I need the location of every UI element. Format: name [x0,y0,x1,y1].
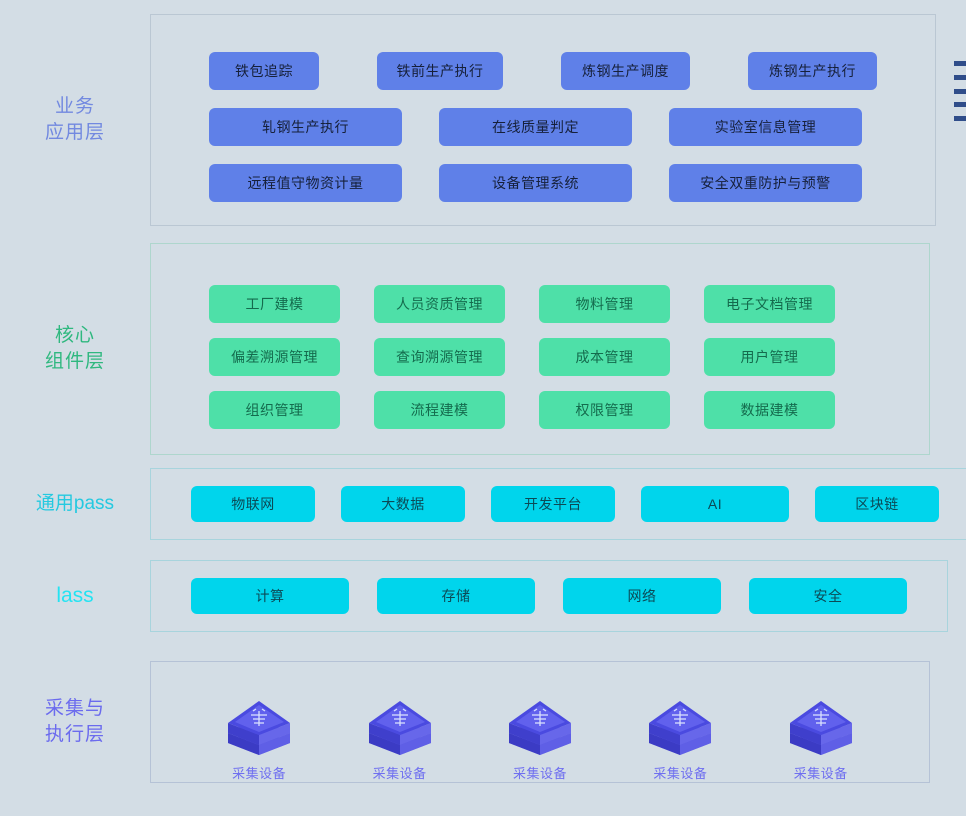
device-label: 采集设备 [372,766,427,781]
business-item-safety-dual-prevention[interactable]: 安全双重防护与预警 [669,164,862,202]
edge-marker [954,74,966,80]
layer-card-device: 采集设备 [150,661,930,783]
device-item-5[interactable]: 采集设备 [761,697,881,782]
pass-item-ai[interactable]: AI [641,486,789,522]
collection-device-icon [368,701,431,755]
layer-general-pass: 通用pass 物联网 大数据 开发平台 AI 区块链 [0,458,966,550]
core-item-query-tracing[interactable]: 查询溯源管理 [374,337,505,376]
business-item-steelmaking-execution[interactable]: 炼钢生产执行 [748,52,877,90]
collection-device-icon [228,701,291,755]
layer-label-device: 采集与 执行层 [44,698,105,745]
iaas-row-1: 计算 存储 网络 安全 [191,578,907,614]
layer-business-application: 业务 应用层 铁包追踪 铁前生产执行 炼钢生产调度 炼钢生产执行 轧钢生产执行 … [0,0,966,240]
layer-card-pass: 物联网 大数据 开发平台 AI 区块链 [150,468,966,540]
layer-card-iaas: 计算 存储 网络 安全 [150,560,948,632]
layer-iaas: lass 计算 存储 网络 安全 [0,550,966,642]
edge-marker [954,102,966,108]
core-item-deviation-tracing[interactable]: 偏差溯源管理 [209,337,340,376]
core-item-document-management[interactable]: 电子文档管理 [704,284,835,323]
business-item-rolling-execution[interactable]: 轧钢生产执行 [209,108,402,146]
core-item-personnel-qualification[interactable]: 人员资质管理 [374,284,505,323]
device-item-1[interactable]: 采集设备 [199,697,319,782]
collection-device-icon [789,701,852,755]
layer-label-iaas: lass [56,584,94,607]
pass-item-blockchain[interactable]: 区块链 [815,486,939,522]
business-item-remote-material-metering[interactable]: 远程值守物资计量 [209,164,402,202]
device-item-4[interactable]: 采集设备 [620,697,740,782]
collection-device-icon [508,701,571,755]
business-item-ladle-tracking[interactable]: 铁包追踪 [209,52,319,90]
device-label: 采集设备 [232,766,287,781]
core-item-factory-modeling[interactable]: 工厂建模 [209,284,340,323]
device-row: 采集设备 [189,662,891,782]
layer-label-core: 核心 组件层 [44,325,105,372]
device-item-2[interactable]: 采集设备 [340,697,460,782]
layer-card-core: 工厂建模 人员资质管理 物料管理 电子文档管理 偏差溯源管理 查询溯源管理 成本… [150,243,930,455]
pass-item-dev-platform[interactable]: 开发平台 [491,486,615,522]
business-row-1: 铁包追踪 铁前生产执行 炼钢生产调度 炼钢生产执行 [209,52,877,90]
layer-collection-execution: 采集与 执行层 [0,642,966,802]
core-row-3: 组织管理 流程建模 权限管理 数据建模 [209,390,871,429]
core-item-user-management[interactable]: 用户管理 [704,337,835,376]
iaas-item-storage[interactable]: 存储 [377,578,535,614]
collection-device-icon [649,701,712,755]
business-item-lab-information-management[interactable]: 实验室信息管理 [669,108,862,146]
edge-marker [954,88,966,94]
core-item-permission-management[interactable]: 权限管理 [539,390,670,429]
pass-item-big-data[interactable]: 大数据 [341,486,465,522]
device-label: 采集设备 [653,766,708,781]
edge-marker [954,116,966,121]
device-item-3[interactable]: 采集设备 [480,697,600,782]
core-item-process-modeling[interactable]: 流程建模 [374,390,505,429]
business-item-ironmaking-execution[interactable]: 铁前生产执行 [377,52,503,90]
iaas-item-compute[interactable]: 计算 [191,578,349,614]
edge-marker-list [952,61,966,121]
layer-label-business: 业务 应用层 [44,96,105,143]
device-label: 采集设备 [512,766,567,781]
business-item-equipment-management[interactable]: 设备管理系统 [439,164,632,202]
device-label: 采集设备 [793,766,848,781]
core-item-material-management[interactable]: 物料管理 [539,284,670,323]
layer-core-component: 核心 组件层 工厂建模 人员资质管理 物料管理 电子文档管理 偏差溯源管理 查询… [0,240,966,458]
core-item-cost-management[interactable]: 成本管理 [539,337,670,376]
business-row-3: 远程值守物资计量 设备管理系统 安全双重防护与预警 [209,164,877,202]
core-row-2: 偏差溯源管理 查询溯源管理 成本管理 用户管理 [209,337,871,376]
core-row-1: 工厂建模 人员资质管理 物料管理 电子文档管理 [209,284,871,323]
edge-marker [954,61,966,66]
core-item-data-modeling[interactable]: 数据建模 [704,390,835,429]
iaas-item-security[interactable]: 安全 [749,578,907,614]
business-row-2: 轧钢生产执行 在线质量判定 实验室信息管理 [209,108,877,146]
iaas-item-network[interactable]: 网络 [563,578,721,614]
pass-row-1: 物联网 大数据 开发平台 AI 区块链 [191,486,939,522]
business-item-steelmaking-scheduling[interactable]: 炼钢生产调度 [561,52,690,90]
layer-label-pass: 通用pass [35,493,115,514]
pass-item-iot[interactable]: 物联网 [191,486,315,522]
business-item-online-quality-judgement[interactable]: 在线质量判定 [439,108,632,146]
layer-card-business: 铁包追踪 铁前生产执行 炼钢生产调度 炼钢生产执行 轧钢生产执行 在线质量判定 … [150,14,936,226]
core-item-organization-management[interactable]: 组织管理 [209,390,340,429]
